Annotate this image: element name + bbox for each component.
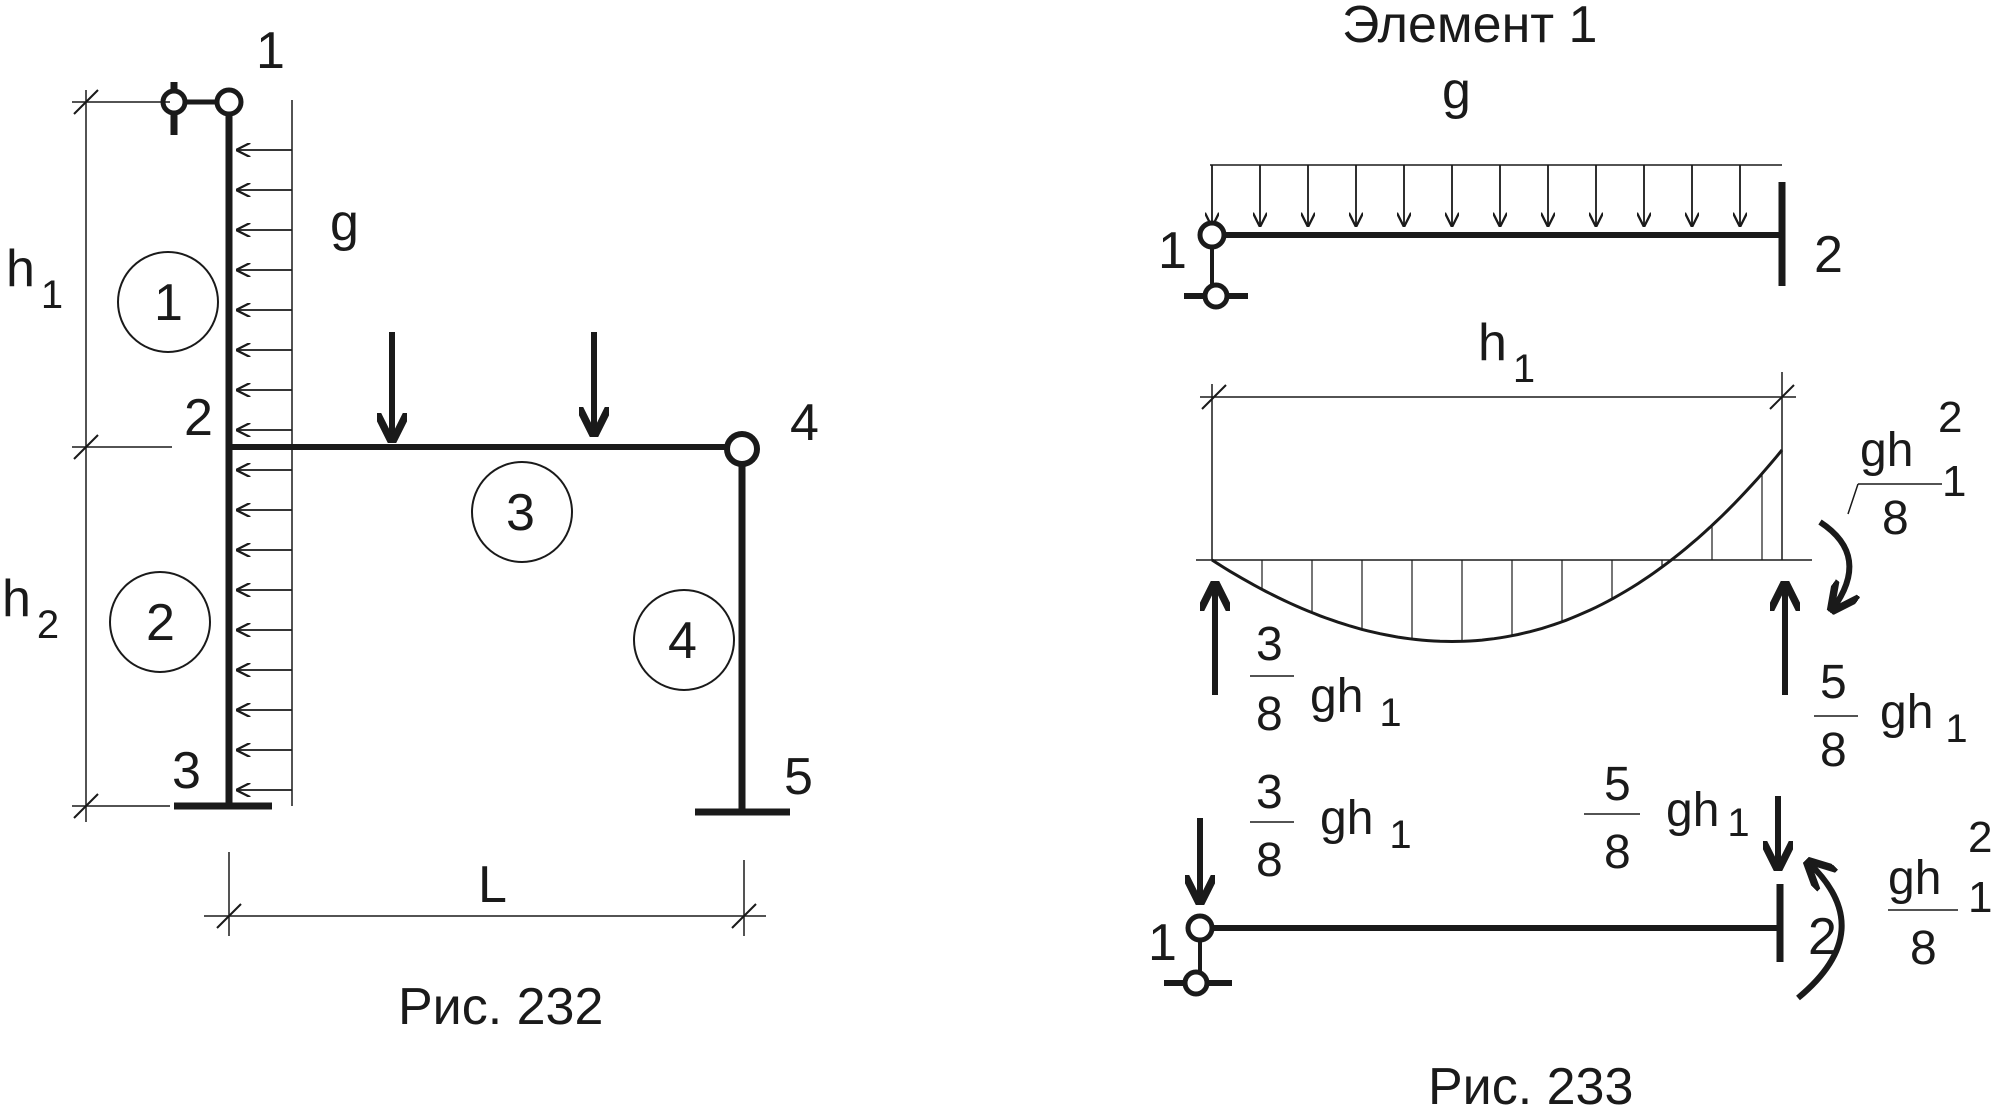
element-circle-2	[109, 571, 211, 673]
caption-fig-233: Рис. 233	[1428, 1058, 1633, 1113]
svg-text:5: 5	[1604, 758, 1631, 811]
bottom-node-label-1: 1	[1148, 914, 1177, 972]
hinge-node-1	[214, 87, 244, 117]
element-circle-1	[117, 251, 219, 353]
svg-text:gh1: gh1	[1666, 784, 1750, 845]
moment-numerator: gh	[1860, 424, 1913, 477]
element-label-3: 3	[506, 484, 535, 542]
element-circle-3	[471, 461, 573, 563]
svg-text:8: 8	[1604, 826, 1631, 879]
bottom-hinge-top	[1185, 913, 1215, 943]
svg-text:8: 8	[1820, 724, 1847, 777]
beam-node-label-1: 1	[1158, 222, 1187, 280]
dim-tick-top	[73, 89, 99, 115]
span-dim-tick-left	[1201, 384, 1227, 410]
element-label-1: 1	[154, 274, 183, 332]
dim-tick-mid	[73, 434, 99, 460]
svg-text:gh: gh	[1888, 852, 1941, 905]
load-label-g-233: g	[1442, 62, 1471, 120]
svg-text:5: 5	[1820, 656, 1847, 709]
node-label-5: 5	[784, 748, 813, 806]
beam-node-label-2: 2	[1814, 226, 1843, 284]
svg-text:8: 8	[1910, 922, 1937, 975]
dim-tick-bottom	[73, 793, 99, 819]
svg-text:3: 3	[1256, 618, 1283, 671]
moment-diagram-curve	[1211, 449, 1784, 644]
svg-text:gh1: gh1	[1320, 792, 1412, 857]
element-title: Элемент 1	[1342, 0, 1597, 54]
reaction-moment-arc	[1818, 519, 1849, 610]
svg-text:gh1: gh1	[1880, 686, 1968, 751]
hinge-left-top	[1197, 220, 1227, 250]
dim-tick-left	[216, 903, 242, 929]
svg-text:2: 2	[1968, 813, 1992, 862]
caption-fig-232: Рис. 232	[398, 978, 603, 1036]
load-label-g: g	[330, 194, 359, 252]
dim-tick-right	[731, 903, 757, 929]
element-circle-4	[633, 589, 735, 691]
bottom-hinge-bottom	[1182, 969, 1210, 997]
moment-sub: 1	[1942, 457, 1966, 506]
distributed-load-g-beam	[1210, 164, 1782, 227]
dim-label-L: L	[478, 856, 507, 914]
svg-text:8: 8	[1256, 688, 1283, 741]
moment-diagram-hatch	[1261, 473, 1763, 642]
hinge-left-bottom	[1202, 282, 1230, 310]
node-label-2: 2	[184, 389, 213, 447]
element-label-4: 4	[668, 612, 697, 670]
moment-denominator: 8	[1882, 492, 1909, 545]
element-label-2: 2	[146, 594, 175, 652]
moment-leader	[1847, 483, 1859, 515]
end-moment-arc	[1796, 862, 1845, 1001]
moment-sup: 2	[1938, 393, 1962, 442]
node-label-3: 3	[172, 742, 201, 800]
node-label-4: 4	[790, 394, 819, 452]
svg-text:gh1: gh1	[1310, 670, 1402, 735]
node-label-1: 1	[256, 22, 285, 80]
hinge-node-4	[724, 431, 760, 467]
svg-text:3: 3	[1256, 766, 1283, 819]
end-moment-label: gh 2 1 8	[1888, 813, 1992, 975]
svg-text:1: 1	[1968, 873, 1992, 922]
distributed-load-g-column	[236, 100, 293, 806]
svg-text:8: 8	[1256, 834, 1283, 887]
